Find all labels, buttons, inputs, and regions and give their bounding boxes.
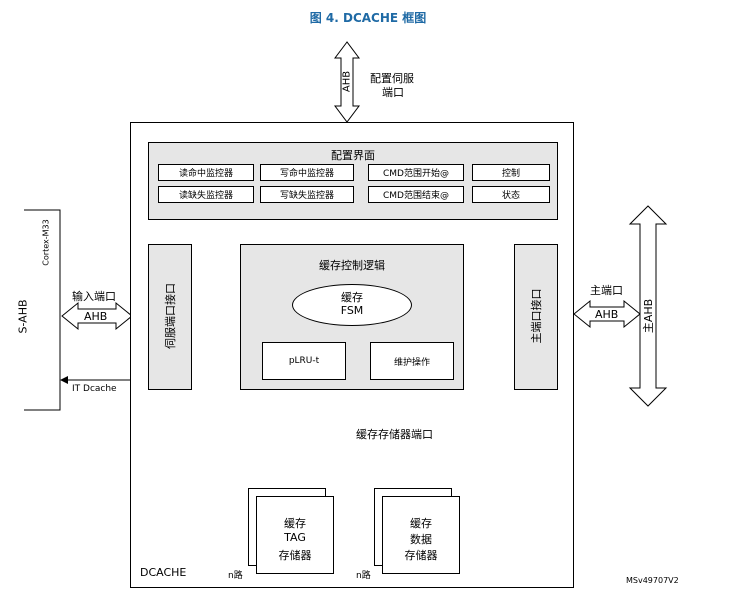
data-line-1: 缓存 — [410, 517, 432, 530]
slave-port-interface — [148, 244, 192, 390]
n-way-label-1: n路 — [228, 571, 243, 581]
write-hit-monitor: 写命中监控器 — [260, 164, 354, 181]
data-line-3: 存储器 — [404, 549, 438, 562]
main-ahb-label: 主AHB — [642, 298, 655, 334]
read-hit-monitor: 读命中监控器 — [158, 164, 254, 181]
n-way-label-2: n路 — [356, 571, 371, 581]
config-port-label-2: 端口 — [382, 86, 404, 99]
control-register: 控制 — [472, 164, 550, 181]
master-port-interface-label: 主端口接口 — [530, 288, 543, 344]
data-memory: 缓存 数据 存储器 — [382, 496, 460, 574]
plru-block: pLRU-t — [262, 342, 346, 380]
tag-line-1: 缓存 — [284, 517, 306, 530]
cortex-bracket — [24, 209, 61, 411]
master-port-interface — [514, 244, 558, 390]
dcache-label: DCACHE — [140, 566, 187, 579]
tag-line-3: 存储器 — [278, 549, 312, 562]
fsm-line-1: 缓存 — [341, 291, 363, 304]
slave-port-interface-label: 伺服端口接口 — [164, 283, 177, 349]
cache-fsm: 缓存 FSM — [292, 284, 412, 326]
s-ahb-label: S-AHB — [16, 299, 30, 334]
cache-mem-port-label: 缓存存储器端口 — [356, 428, 433, 441]
it-dcache-label: IT Dcache — [72, 384, 117, 394]
read-miss-monitor: 读缺失监控器 — [158, 186, 254, 203]
write-miss-monitor: 写缺失监控器 — [260, 186, 354, 203]
fsm-line-2: FSM — [340, 304, 364, 317]
figure-title: 图 4. DCACHE 框图 — [309, 11, 427, 25]
cortex-m33-label: Cortex-M33 — [41, 219, 51, 266]
input-port-label: 输入端口 — [72, 290, 116, 303]
main-port-bus: AHB — [595, 308, 619, 321]
input-port-bus: AHB — [84, 310, 108, 323]
data-line-2: 数据 — [410, 533, 432, 546]
maintenance-ops-block: 维护操作 — [370, 342, 454, 380]
main-ahb-arrow — [628, 205, 668, 407]
config-port-bus: AHB — [341, 70, 353, 93]
config-interface-title: 配置界面 — [331, 149, 375, 162]
config-port-label-1: 配置伺服 — [370, 72, 414, 85]
figure-code: MSv49707V2 — [626, 576, 679, 585]
config-interface: 配置界面 — [148, 142, 558, 220]
cache-control-logic-title: 缓存控制逻辑 — [319, 259, 385, 272]
tag-line-2: TAG — [284, 531, 306, 544]
cmd-range-start: CMD范围开始@ — [368, 164, 464, 181]
status-register: 状态 — [472, 186, 550, 203]
tag-memory: 缓存 TAG 存储器 — [256, 496, 334, 574]
main-port-label: 主端口 — [590, 284, 623, 297]
cmd-range-end: CMD范围结束@ — [368, 186, 464, 203]
